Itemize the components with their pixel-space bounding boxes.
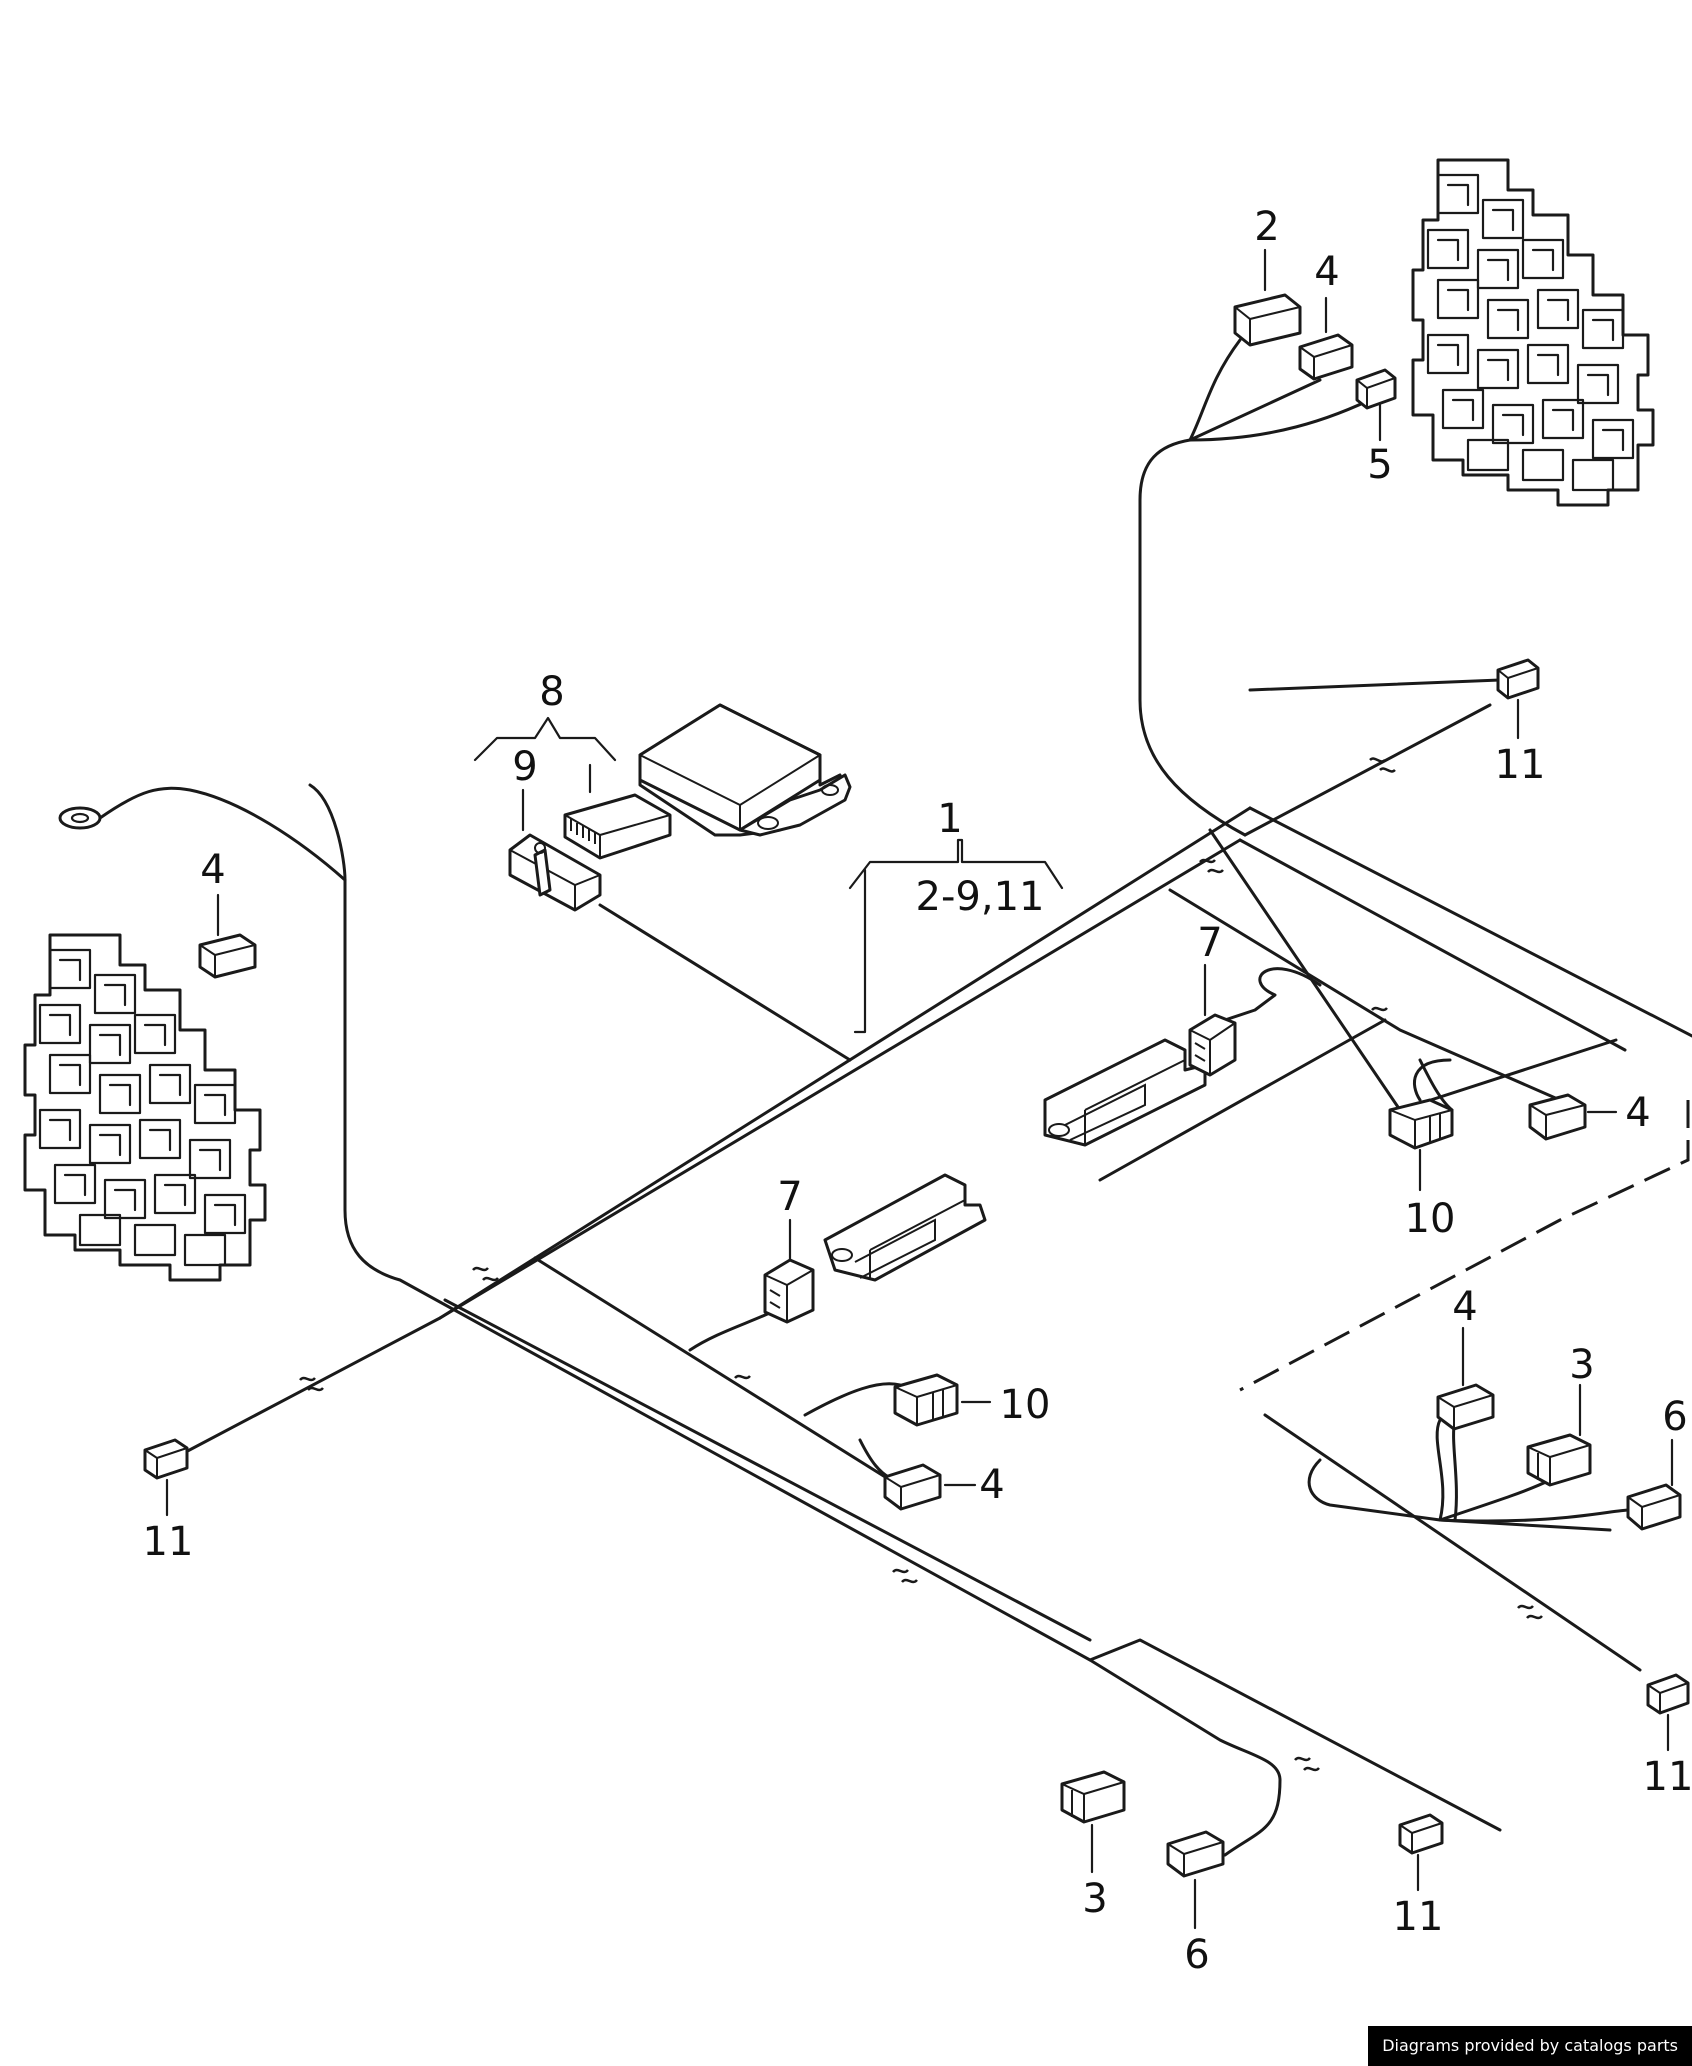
connector-4-upper-right[interactable]: [1528, 1093, 1587, 1141]
connector-7-upper[interactable]: [1188, 1013, 1237, 1077]
callout-labels: 1 2-9,11 2 3 3 4 4 4 4 4 5 6 6 7 7 8 9 1…: [143, 204, 1692, 1978]
callout-11-detail: 11: [1643, 1754, 1692, 1800]
relay-panel-right: [1411, 158, 1655, 507]
callout-4-left: 4: [200, 847, 225, 893]
callout-3-bottom: 3: [1082, 1876, 1107, 1922]
callout-10-upper: 10: [1405, 1196, 1456, 1242]
callout-1-range: 2-9,11: [916, 874, 1045, 920]
connector-4-detail[interactable]: [1436, 1383, 1495, 1431]
callout-2: 2: [1254, 204, 1279, 250]
connector-11-left[interactable]: [143, 1438, 189, 1480]
connector-11-bottom[interactable]: [1398, 1813, 1444, 1855]
callout-4-lower: 4: [979, 1462, 1004, 1508]
connector-11-detail[interactable]: [1646, 1673, 1690, 1715]
connector-4-left[interactable]: [198, 933, 257, 979]
airbag-crash-sensor-upper[interactable]: [1043, 1038, 1207, 1147]
airbag-control-unit-body: [638, 703, 852, 837]
connector-10-upper[interactable]: [1388, 1098, 1454, 1150]
connector-4-top[interactable]: [1298, 333, 1354, 381]
callout-11-bottom: 11: [1393, 1894, 1444, 1940]
callout-8: 8: [539, 669, 564, 715]
connector-7-lower[interactable]: [763, 1258, 815, 1324]
callout-10-lower: 10: [1000, 1382, 1051, 1428]
connector-11-top-right[interactable]: [1496, 658, 1540, 700]
callout-7-lower: 7: [777, 1174, 802, 1220]
connector-2[interactable]: [1233, 293, 1302, 347]
callout-4-detail: 4: [1452, 1284, 1477, 1330]
callout-7-upper: 7: [1197, 920, 1222, 966]
airbag-crash-sensor-lower[interactable]: [823, 1173, 987, 1282]
callout-6-bottom: 6: [1184, 1932, 1209, 1978]
connector-8[interactable]: [563, 793, 672, 860]
relay-panel-left: [23, 933, 267, 1282]
callout-4-upper-right: 4: [1625, 1090, 1650, 1136]
connector-10-lower[interactable]: [893, 1373, 959, 1427]
connector-3-detail[interactable]: [1526, 1433, 1592, 1487]
callout-6-detail: 6: [1662, 1394, 1687, 1440]
connector-6-bottom[interactable]: [1166, 1830, 1225, 1878]
connector-9[interactable]: [508, 833, 602, 912]
callout-11-left: 11: [143, 1519, 194, 1565]
connector-3-bottom[interactable]: [1060, 1770, 1126, 1824]
connector-6-detail[interactable]: [1626, 1483, 1682, 1531]
connector-5[interactable]: [1355, 368, 1397, 410]
callout-4-top: 4: [1314, 249, 1339, 295]
wire-break-marks: [299, 757, 1543, 1772]
connector-4-lower[interactable]: [883, 1463, 942, 1511]
callout-11-top-right: 11: [1495, 742, 1546, 788]
callout-5: 5: [1367, 442, 1392, 488]
callout-1: 1: [937, 796, 962, 842]
callout-3-detail: 3: [1569, 1342, 1594, 1388]
callout-9: 9: [512, 744, 537, 790]
diagram-credit: Diagrams provided by catalogs parts: [1368, 2026, 1692, 2066]
leader-lines: [165, 248, 1674, 1930]
detail-harness: [1239, 1100, 1690, 1672]
main-harness: [58, 338, 1692, 1857]
